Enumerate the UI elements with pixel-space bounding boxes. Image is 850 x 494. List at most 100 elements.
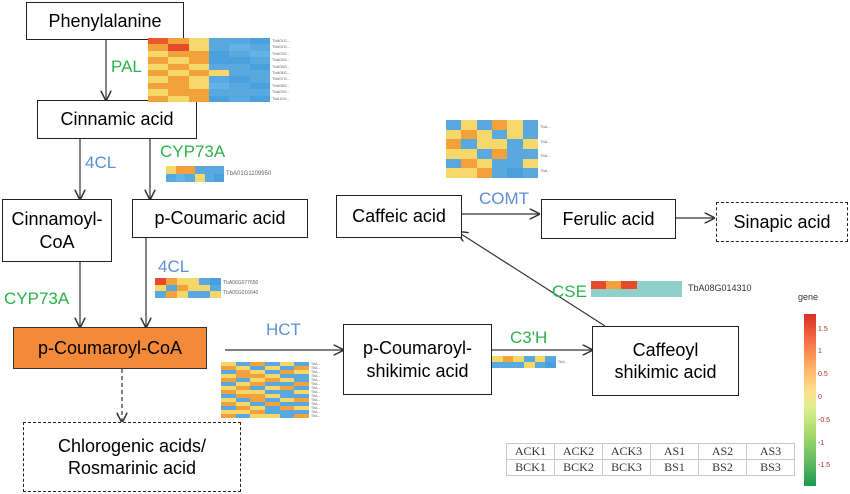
heatmap-cell [221,382,237,387]
heatmap-cell [591,289,607,298]
node-p-coumaric-acid: p-Coumaric acid [132,199,308,238]
heatmap-cell [507,129,524,140]
heatmap-cell [446,139,462,150]
heatmap-cell [250,398,266,403]
heatmap-gene-label: TbA... [311,410,321,414]
heatmap-cell [461,139,478,150]
node-phenylalanine: Phenylalanine [26,2,184,40]
heatmap-cell [461,158,478,169]
heatmap-cell [651,289,668,298]
sample-cell: ACK2 [554,443,603,460]
heatmap-cell [492,356,504,363]
heatmap-cell [265,390,281,395]
heatmap-cell [265,394,281,399]
enzyme-pal: PAL [111,57,142,76]
heatmap-cell [148,82,169,90]
heatmap-cell [188,38,210,45]
sample-row-a: ACK1 ACK2 ACK3 AS1 AS2 AS3 [506,443,795,460]
heatmap-cell [294,406,310,411]
heatmap-gene-label: TbA... [311,370,321,374]
heatmap-cell [522,168,539,179]
enzyme-cyp73a-2: CYP73A [4,289,70,308]
heatmap-cell [279,398,295,403]
heatmap-cell [250,362,266,367]
heatmap-cell [235,410,251,415]
heatmap-cell [636,281,653,290]
heatmap-cell [209,89,230,96]
heatmap-cell [524,362,536,369]
heatmap-cell [204,166,215,175]
heatmap-cell [492,149,508,160]
heatmap-cell [155,291,167,299]
heatmap-cell [168,95,190,103]
heatmap-cell [229,76,251,84]
heatmap-cell [250,366,266,371]
heatmap-cell [507,168,524,179]
heatmap-cell [168,82,190,90]
legend-tick: 0.5 [818,371,828,378]
heatmap-cell [166,174,177,183]
heatmap-cell [235,362,251,367]
heatmap-cell [168,50,190,58]
heatmap-cell [522,129,539,140]
heatmap-gene-label: TbA05G... [272,63,291,69]
heatmap-cell [513,356,525,363]
heatmap-cell [492,139,508,150]
sample-cell: ACK1 [506,443,555,460]
heatmap-cell [148,38,169,45]
heatmap-cell [294,378,310,383]
heatmap-cell [195,174,206,183]
heatmap-cell [210,284,222,292]
heatmap-cell [168,38,190,45]
sample-cell: AS3 [746,443,795,460]
enzyme-cse: CSE [552,282,587,301]
heatmap-cell [229,50,251,58]
legend-tick: 0 [818,394,822,401]
heatmap-cell [148,50,169,58]
heatmap-cell [168,63,190,71]
heatmap-gene-label: TbA07G... [272,76,291,82]
heatmap-cell [209,50,230,58]
heatmap-cell [209,82,230,90]
heatmap-cell [221,394,237,399]
sample-row-b: BCK1 BCK2 BCK3 BS1 BS2 BS3 [506,459,795,476]
legend-tick: -1.5 [818,462,831,469]
heatmap-cell [214,174,225,183]
heatmap-cell [229,95,251,103]
heatmap-cell [492,168,508,179]
heatmap-cell [265,406,281,411]
heatmap-cell [250,382,266,387]
heatmap-c3h: TbA... [492,356,584,369]
heatmap-cell [249,38,271,45]
heatmap-cell [461,168,478,179]
heatmap-cell [175,174,186,183]
heatmap-cell [168,44,190,52]
heatmap-gene-label: TbA05G016640 [223,290,259,296]
heatmap-cell [461,129,478,140]
heatmap-cell [166,284,178,292]
heatmap-cell [221,374,237,379]
heatmap-cell [524,356,536,363]
heatmap-cell [492,158,508,169]
heatmap-cell [235,366,251,371]
heatmap-cell [221,406,237,411]
heatmap-cell [188,278,200,286]
heatmap-cell [651,281,668,290]
heatmap-cell [249,44,271,52]
heatmap-gene-label: TbA... [311,382,321,386]
heatmap-cell [294,402,310,407]
heatmap-cell [250,406,266,411]
sample-cell: BCK3 [602,459,651,476]
heatmap-gene-label: TbA... [311,402,321,406]
node-caffeic-acid: Caffeic acid [336,195,462,238]
heatmap-cell [534,362,546,369]
heatmap-cell [168,89,190,96]
heatmap-cell [507,139,524,150]
heatmap-cell [250,390,266,395]
heatmap-cell [492,129,508,140]
cse-gene-label: TbA08G014310 [688,283,752,293]
heatmap-cell [188,70,210,77]
sample-cell: BS1 [650,459,699,476]
heatmap-cell [148,89,169,96]
legend-colorbar [804,314,816,486]
